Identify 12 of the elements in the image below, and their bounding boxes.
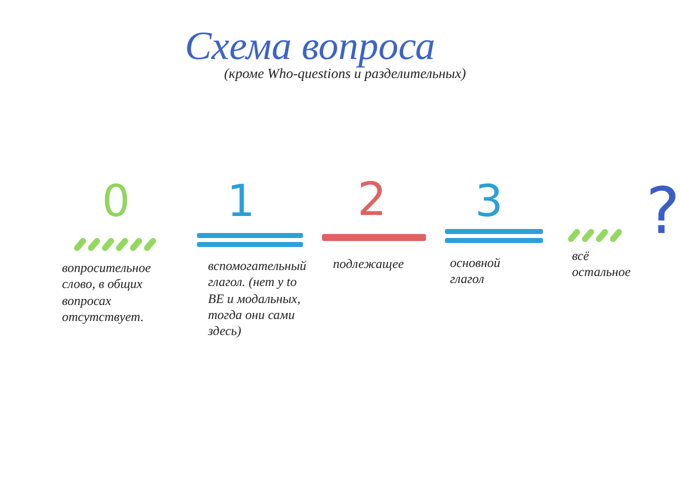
slot-number: 2	[357, 176, 387, 222]
slot-number: 0	[102, 180, 130, 224]
slot-description: основной глагол	[450, 255, 502, 288]
title: Схема вопроса	[184, 26, 436, 66]
slot-number: 3	[475, 180, 503, 224]
slot-description: подлежащее	[333, 256, 405, 272]
slot-description: всё остальное	[572, 248, 632, 280]
subtitle: (кроме Who-questions и разделительных)	[224, 68, 466, 82]
slot-description: вспомогательный глагол. (нет у to BE и модальных, тогда они сами здесь)	[208, 258, 308, 340]
question-mark: ?	[646, 180, 680, 244]
slot-description: вопросительное слово, в общих вопросах отсутствует.	[62, 260, 152, 325]
slot-number: 1	[227, 180, 255, 224]
